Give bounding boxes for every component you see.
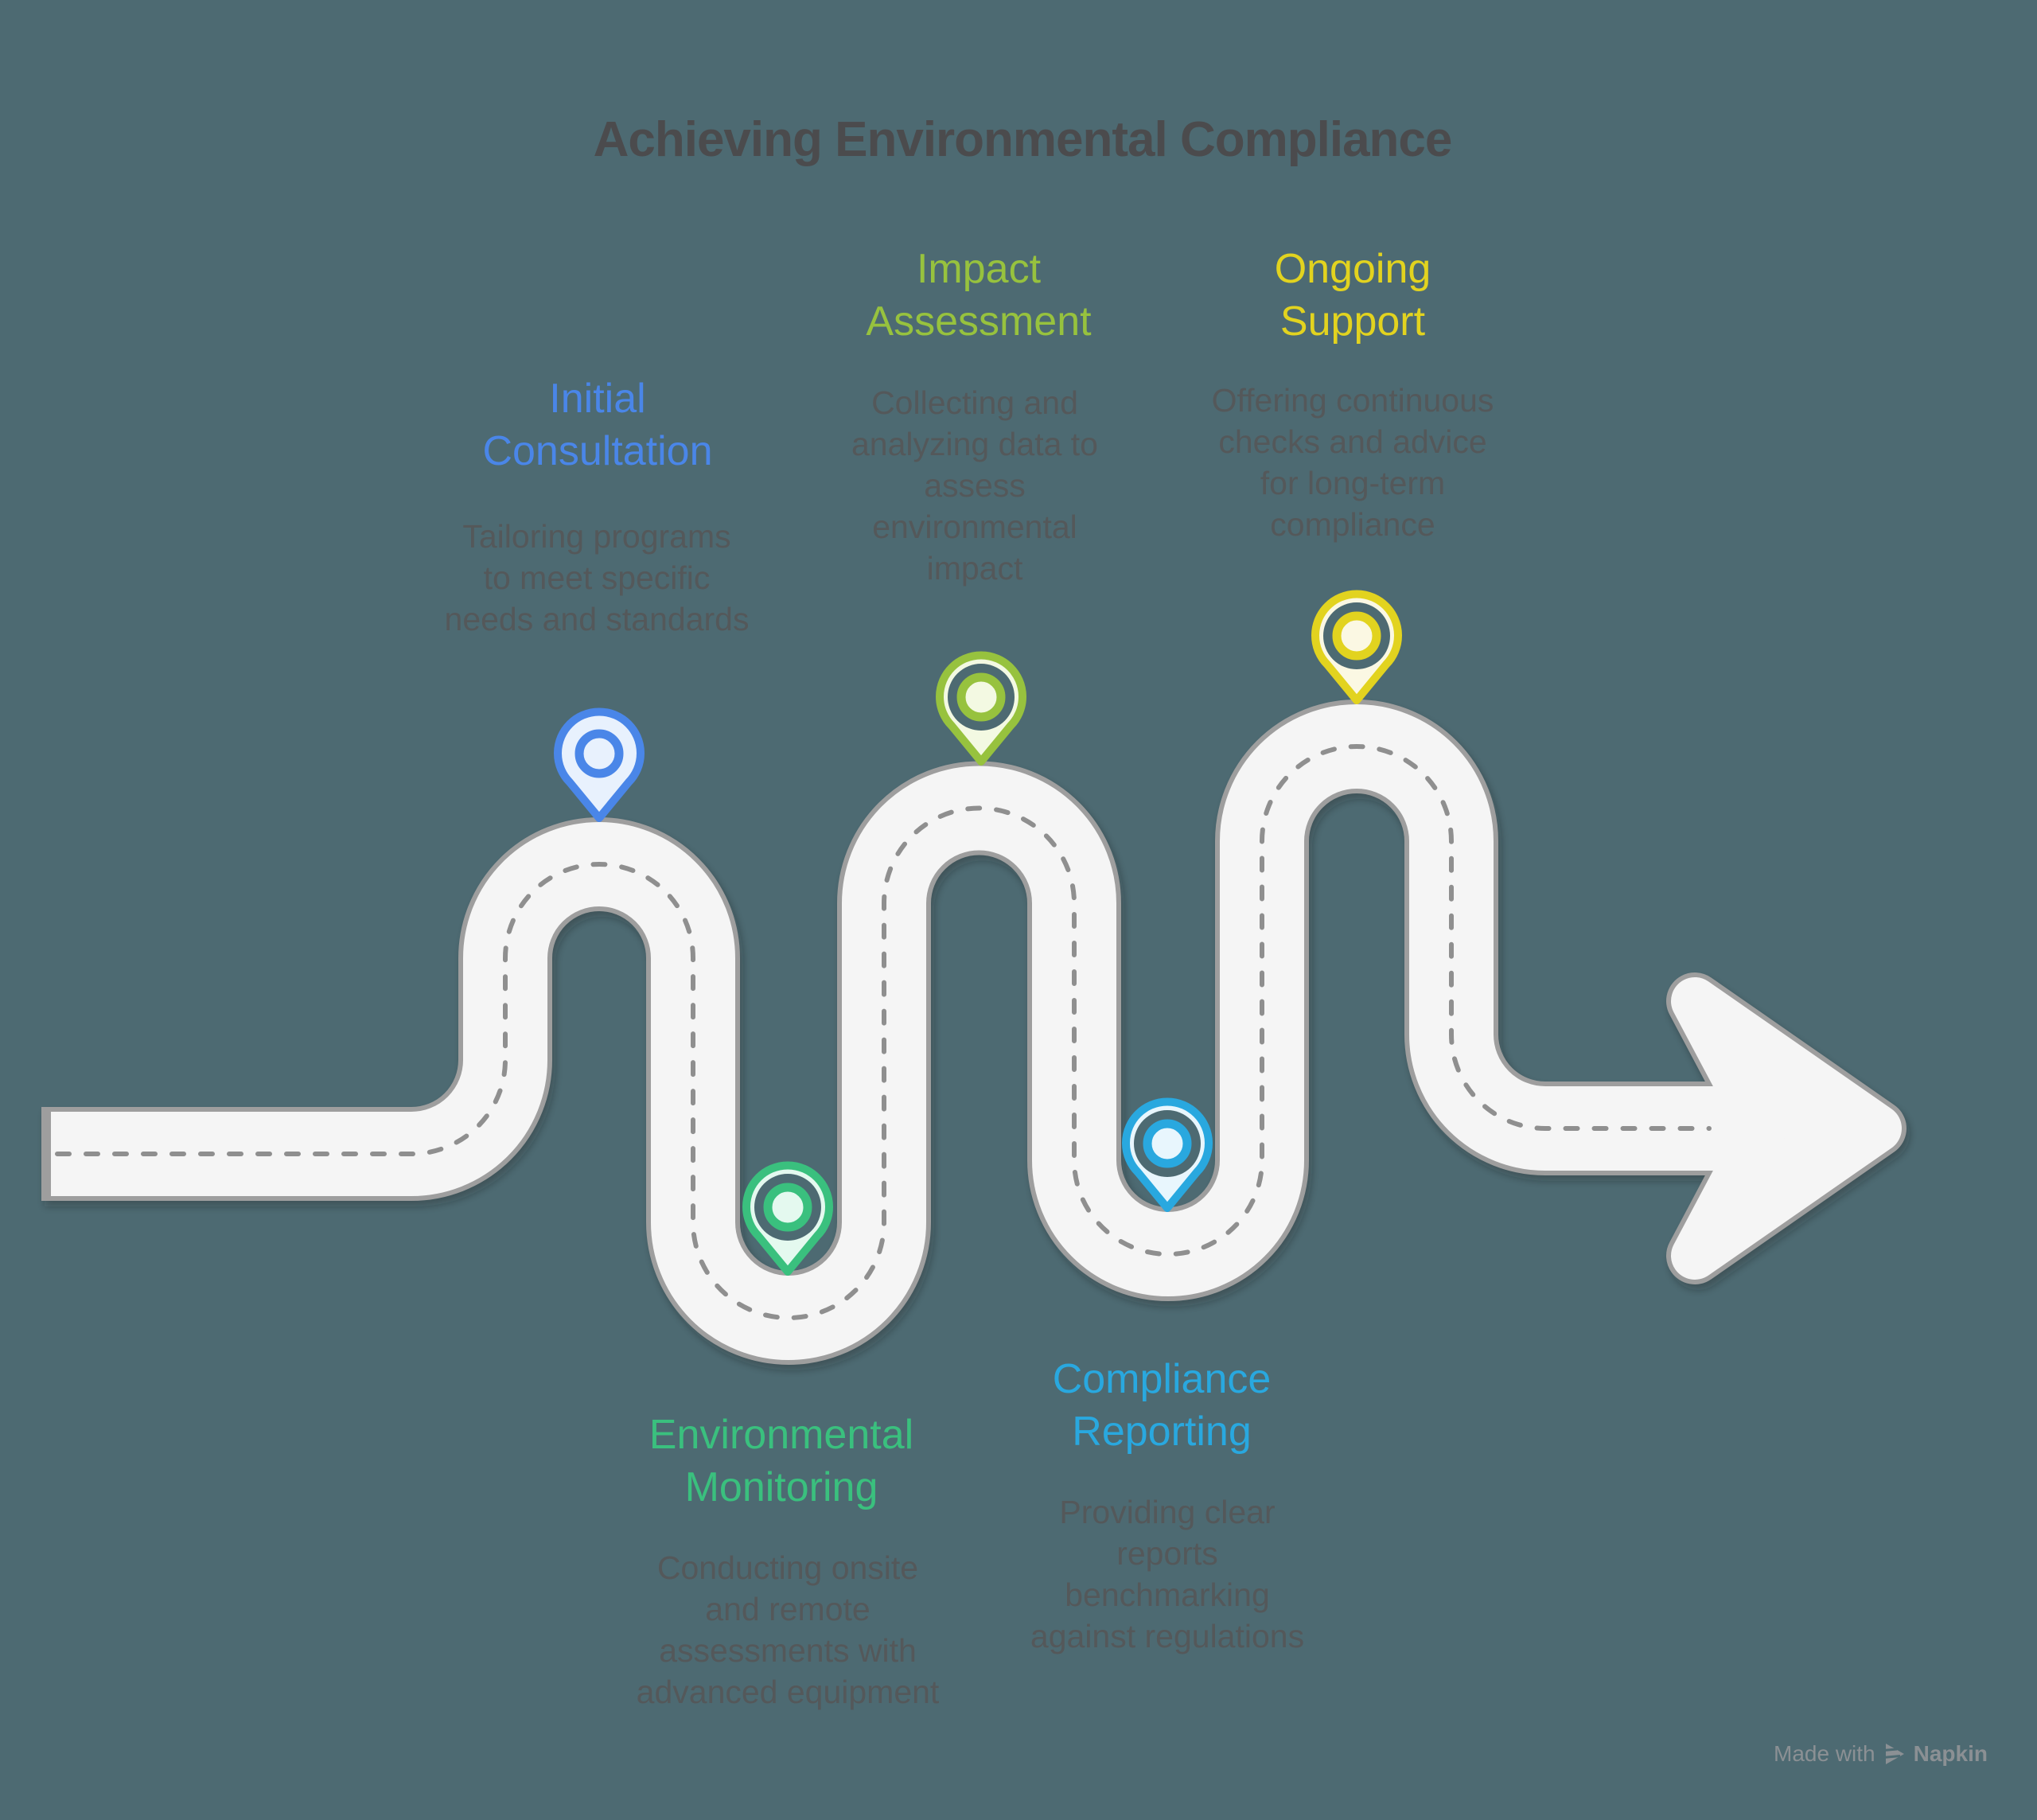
pin-environmental-monitoring [742, 1161, 833, 1276]
step-title-compliance-reporting: Compliance Reporting [1052, 1356, 1272, 1455]
pin-ongoing-support [1311, 590, 1402, 704]
road-surface [51, 704, 1762, 1360]
step-desc-ongoing-support: Offering continuous checks and advice fo… [1211, 382, 1494, 543]
watermark-brand: Napkin [1913, 1741, 1988, 1766]
step-title-environmental-monitoring: Environmental Monitoring [648, 1412, 914, 1510]
step-desc-environmental-monitoring: Conducting onsite and remote assessments… [636, 1549, 940, 1710]
made-with-napkin-watermark: Made with Napkin [1774, 1741, 1988, 1767]
step-title-initial-consultation: Initial Consultation [482, 376, 713, 474]
napkin-logo-icon [1883, 1744, 1904, 1764]
pin-initial-consultation [554, 707, 645, 822]
step-title-impact-assessment: Impact Assessment [866, 246, 1092, 345]
step-desc-impact-assessment: Collecting and analyzing data to assess … [851, 384, 1098, 587]
step-desc-compliance-reporting: Providing clear reports benchmarking aga… [1030, 1494, 1305, 1654]
step-title-ongoing-support: Ongoing Support [1274, 246, 1431, 345]
arrow-head [1666, 972, 1907, 1284]
pin-compliance-reporting [1122, 1097, 1213, 1212]
pin-impact-assessment [936, 651, 1026, 766]
page-title: Achieving Environmental Compliance [593, 112, 1453, 167]
step-desc-initial-consultation: Tailoring programs to meet specific need… [444, 518, 750, 637]
road-center-dashes [55, 744, 1712, 1320]
watermark-text: Made with [1774, 1741, 1875, 1766]
